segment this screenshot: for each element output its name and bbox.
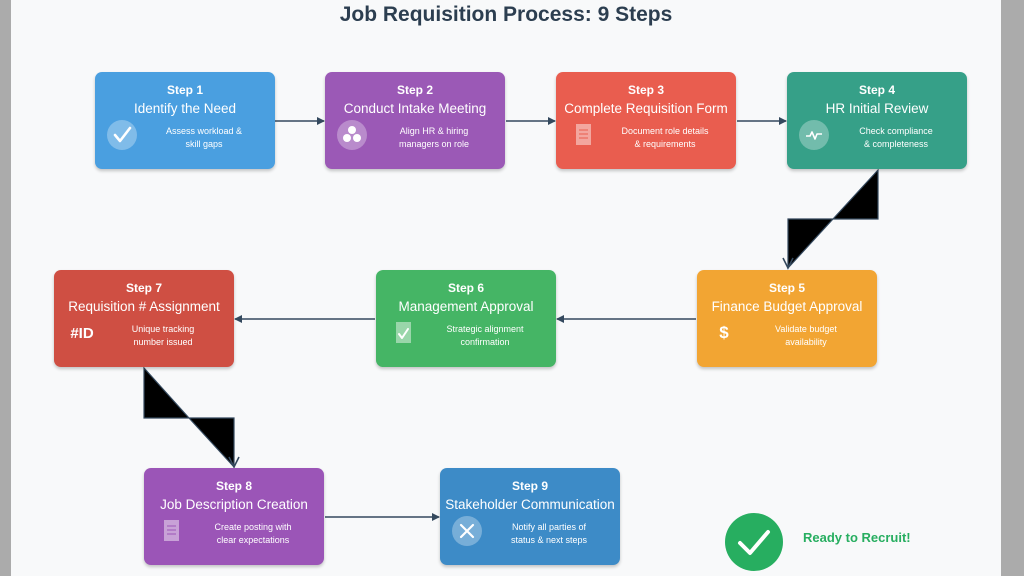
connector-7-8 xyxy=(143,366,235,469)
approval-document-icon xyxy=(388,318,418,348)
step-number: Step 2 xyxy=(396,83,433,97)
step-4-hr-review[interactable]: Step 4 HR Initial Review Check complianc… xyxy=(787,72,967,169)
step-name: Stakeholder Communication xyxy=(445,497,615,512)
step-name: Requisition # Assignment xyxy=(68,299,220,314)
diagram-title: Job Requisition Process: 9 Steps xyxy=(339,3,673,26)
step-description: Validate budget availability xyxy=(775,324,837,347)
step-number: Step 6 xyxy=(447,281,484,295)
document-icon xyxy=(568,120,598,150)
step-name: Identify the Need xyxy=(133,101,237,116)
step-8-job-description[interactable]: Step 8 Job Description Creation Create p… xyxy=(144,468,324,565)
step-6-management-approval[interactable]: Step 6 Management Approval Strategic ali… xyxy=(376,270,556,367)
step-number: Step 5 xyxy=(768,281,805,295)
step-1-identify-need[interactable]: Step 1 Identify the Need Assess workload… xyxy=(95,72,275,169)
step-number: Step 7 xyxy=(125,281,162,295)
step-description: Strategic alignment confirmation xyxy=(446,324,524,347)
step-number: Step 9 xyxy=(511,479,548,493)
cross-circle-icon xyxy=(452,516,482,546)
step-description: Assess workload & skill gaps xyxy=(165,126,243,149)
step-number: Step 1 xyxy=(166,83,203,97)
activity-check-icon xyxy=(799,120,829,150)
document-icon xyxy=(156,516,186,546)
step-9-stakeholder-communication[interactable]: Step 9 Stakeholder Communication Notify … xyxy=(440,468,620,565)
step-number: Step 4 xyxy=(858,83,895,97)
step-description: Document role details & requirements xyxy=(621,126,709,149)
step-name: Management Approval xyxy=(398,299,534,314)
step-name: HR Initial Review xyxy=(825,101,929,116)
step-description: Unique tracking number issued xyxy=(131,324,195,347)
connector-7-8-arrowhead xyxy=(228,456,240,469)
step-7-requisition-number[interactable]: Step 7 Requisition # Assignment #ID Uniq… xyxy=(54,270,234,367)
step-name: Complete Requisition Form xyxy=(564,101,728,116)
step-3-requisition-form[interactable]: Step 3 Complete Requisition Form Documen… xyxy=(556,72,736,169)
step-number: Step 3 xyxy=(627,83,664,97)
id-icon: #ID xyxy=(70,324,94,342)
step-name: Conduct Intake Meeting xyxy=(343,101,487,116)
checkmark-circle-icon xyxy=(725,513,783,571)
step-5-finance-approval[interactable]: Step 5 Finance Budget Approval $ Validat… xyxy=(697,270,877,367)
step-2-intake-meeting[interactable]: Step 2 Conduct Intake Meeting Align HR &… xyxy=(325,72,505,169)
step-number: Step 8 xyxy=(215,479,252,493)
step-description: Check compliance & completeness xyxy=(859,126,933,149)
ready-to-recruit-label: Ready to Recruit! xyxy=(803,530,911,545)
connectors xyxy=(143,117,879,521)
step-description: Notify all parties of status & next step… xyxy=(510,522,588,545)
step-name: Finance Budget Approval xyxy=(711,299,863,314)
dollar-icon: $ xyxy=(719,323,729,342)
step-description: Align HR & hiring managers on role xyxy=(398,126,470,149)
step-description: Create posting with clear expectations xyxy=(214,522,292,545)
connector-4-5 xyxy=(787,168,879,270)
team-icon xyxy=(337,120,367,150)
step-name: Job Description Creation xyxy=(160,497,308,512)
connector-4-5-arrowhead xyxy=(782,257,794,270)
checkmark-icon xyxy=(107,120,137,150)
diagram-canvas: Job Requisition Process: 9 Steps Step 1 … xyxy=(11,0,1001,576)
